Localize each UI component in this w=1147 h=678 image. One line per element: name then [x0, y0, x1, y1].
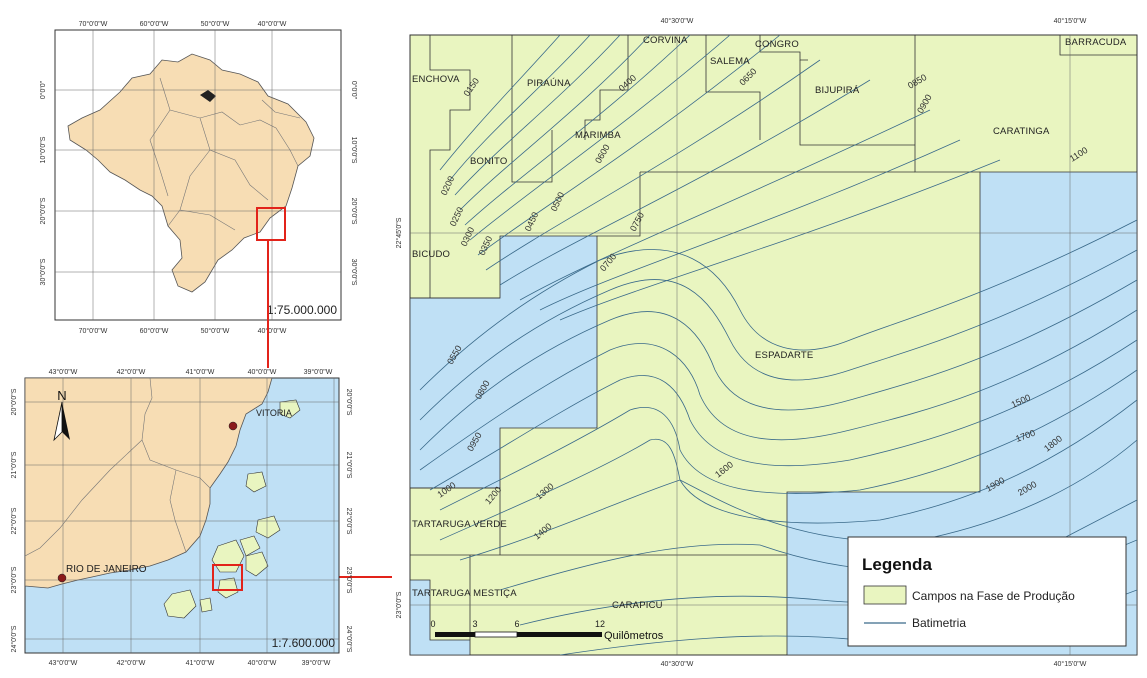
bottom-tick-lon: 50°0'0"W — [201, 327, 230, 335]
right-tick-lat: 30°0'0"S — [350, 259, 358, 286]
scale-unit: Quilômetros — [604, 630, 664, 642]
right-tick-lat: 20°0'0"S — [345, 389, 353, 416]
right-tick-lat: 10°0'0"S — [350, 137, 358, 164]
main-left-tick: 23°0'0"S — [395, 591, 403, 618]
bottom-tick-lon: 43°0'0"W — [49, 659, 78, 667]
bottom-tick-lon: 39°0'0"W — [302, 659, 331, 667]
field-boundaries — [410, 35, 1137, 640]
main-bottom-tick: 40°30'0"W — [661, 660, 694, 668]
scale-bar: 0 3 6 12 Quilômetros — [430, 619, 663, 642]
top-tick-lon: 41°0'0"W — [186, 368, 215, 376]
bottom-tick-lon: 70°0'0"W — [79, 327, 108, 335]
field-label: SALEMA — [710, 56, 750, 67]
bottom-tick-lon: 40°0'0"W — [248, 659, 277, 667]
brazil-states — [149, 77, 301, 231]
main-top-tick: 40°15'0"W — [1054, 17, 1087, 25]
top-tick-lon: 50°0'0"W — [201, 20, 230, 28]
right-tick-lat: 20°0'0"S — [350, 198, 358, 225]
inset-brazil-highlight-box — [256, 207, 286, 241]
inset-brazil-grid — [55, 30, 341, 320]
main-map: ENCHOVA PIRAÚNA CORVINA SALEMA CONGRO BI… — [395, 17, 1138, 668]
inset-brazil: 70°0'0"W 60°0'0"W 50°0'0"W 40°0'0"W 70°0… — [39, 20, 358, 335]
legend-title: Legenda — [862, 555, 932, 574]
top-tick-lon: 43°0'0"W — [49, 368, 78, 376]
left-tick-lat: 24°0'0"S — [10, 625, 18, 652]
legend-swatch-fields — [863, 585, 907, 605]
left-tick-lat: 20°0'0"S — [39, 197, 47, 224]
right-tick-lat: 22°0'0"S — [345, 508, 353, 535]
legend-item-fields: Campos na Fase de Produção — [912, 589, 1075, 603]
field-label: CONGRO — [755, 39, 799, 50]
field-label: TARTARUGA VERDE — [412, 519, 507, 530]
coast-land — [25, 378, 273, 589]
inset-brazil-scale: 1:75.000.000 — [267, 303, 337, 317]
brazil-shape — [67, 53, 315, 293]
scale-tick: 0 — [430, 619, 435, 629]
top-tick-lon: 60°0'0"W — [140, 20, 169, 28]
top-tick-lon: 42°0'0"W — [117, 368, 146, 376]
bottom-tick-lon: 40°0'0"W — [258, 327, 287, 335]
left-tick-lat: 23°0'0"S — [10, 566, 18, 593]
inset-coast-highlight-box — [212, 564, 243, 591]
field-label: BICUDO — [412, 249, 450, 260]
top-tick-lon: 39°0'0"W — [304, 368, 333, 376]
scale-tick: 3 — [472, 619, 477, 629]
right-tick-lat: 0°0'0" — [350, 81, 358, 100]
left-tick-lat: 0°0'0" — [39, 80, 47, 99]
legend: Legenda Campos na Fase de Produção Batim… — [847, 536, 1127, 647]
main-left-tick: 22°45'0"S — [395, 217, 403, 248]
main-bottom-tick: 40°15'0"W — [1054, 660, 1087, 668]
city-label-rio: RIO DE JANEIRO — [66, 564, 147, 575]
inset-coast-scale: 1:7.600.000 — [272, 636, 336, 650]
city-label-vitoria: VITORIA — [256, 408, 292, 418]
left-tick-lat: 10°0'0"S — [39, 136, 47, 163]
left-tick-lat: 21°0'0"S — [10, 451, 18, 478]
scale-tick: 12 — [595, 619, 605, 629]
field-label: MARIMBA — [575, 130, 621, 141]
field-label: CORVINA — [643, 35, 688, 46]
field-label: ESPADARTE — [755, 350, 813, 361]
left-tick-lat: 30°0'0"S — [39, 258, 47, 285]
field-label: ENCHOVA — [412, 74, 460, 85]
field-label: BIJUPIRÁ — [815, 85, 860, 96]
field-label: CARAPICU — [612, 600, 663, 611]
field-label: BONITO — [470, 156, 507, 167]
field-label: BARRACUDA — [1065, 37, 1127, 48]
top-tick-lon: 40°0'0"W — [258, 20, 287, 28]
top-tick-lon: 40°0'0"W — [248, 368, 277, 376]
north-arrow: N — [53, 388, 70, 442]
main-top-tick: 40°30'0"W — [661, 17, 694, 25]
amazon-mouth — [200, 90, 216, 102]
north-label: N — [57, 388, 66, 403]
field-label: TARTARUGA MESTIÇA — [412, 588, 517, 599]
left-tick-lat: 20°0'0"S — [10, 388, 18, 415]
right-tick-lat: 21°0'0"S — [345, 452, 353, 479]
field-label: PIRAÚNA — [527, 78, 571, 89]
ocean-areas — [410, 171, 1137, 655]
left-tick-lat: 22°0'0"S — [10, 507, 18, 534]
right-tick-lat: 24°0'0"S — [345, 626, 353, 653]
north-arrow-icon — [62, 402, 70, 440]
top-tick-lon: 70°0'0"W — [79, 20, 108, 28]
bottom-tick-lon: 60°0'0"W — [140, 327, 169, 335]
scale-tick: 6 — [514, 619, 519, 629]
inset-coast: VITORIA RIO DE JANEIRO N 43°0'0"W 42°0'0… — [10, 368, 353, 667]
city-marker-vitoria — [228, 421, 238, 431]
field-label: CARATINGA — [993, 126, 1050, 137]
right-tick-lat: 23°0'0"S — [345, 567, 353, 594]
bottom-tick-lon: 41°0'0"W — [186, 659, 215, 667]
legend-item-bathymetry: Batimetria — [912, 616, 966, 630]
bottom-tick-lon: 42°0'0"W — [117, 659, 146, 667]
city-marker-rio — [57, 573, 67, 583]
